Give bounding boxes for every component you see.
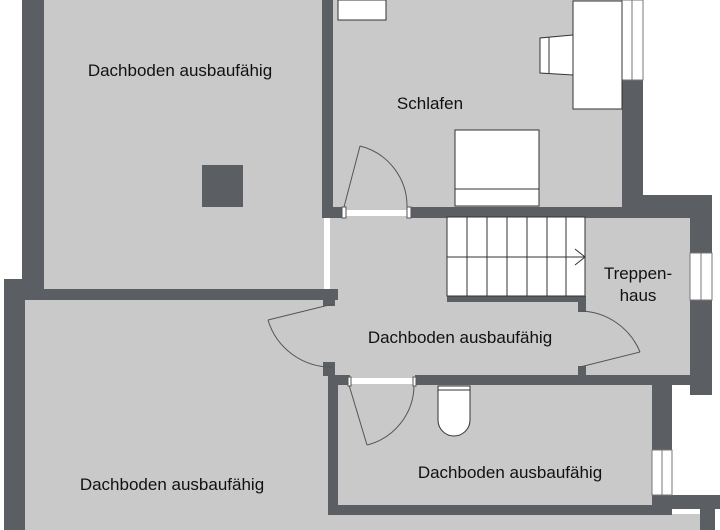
room-label-treppenhaus-line1: Treppen- — [603, 264, 673, 283]
room-label-top-left: Dachboden ausbaufähig — [87, 61, 273, 80]
desk — [572, 0, 623, 110]
windows — [621, 0, 713, 496]
chair — [539, 34, 574, 76]
room-label-bottom-right: Dachboden ausbaufähig — [417, 463, 603, 482]
floor-top-left — [44, 0, 324, 292]
door-treppenhaus[interactable] — [579, 310, 641, 368]
room-label-treppenhaus-line2: haus — [619, 286, 657, 305]
staircase[interactable] — [446, 216, 586, 297]
door-bottom-left[interactable] — [267, 303, 334, 368]
room-label-bottom-left: Dachboden ausbaufähig — [79, 475, 265, 494]
toilet — [437, 385, 471, 437]
walls — [4, 0, 720, 530]
floor-bottom-right — [338, 384, 654, 506]
furniture — [337, 0, 623, 437]
floor-bottom-strip — [25, 514, 705, 530]
door-bottom-right[interactable] — [347, 376, 417, 446]
bed — [454, 129, 540, 207]
door-schlafen[interactable] — [341, 145, 412, 219]
floor-bottom-left — [25, 298, 335, 530]
chimney — [202, 165, 243, 207]
room-label-hall: Dachboden ausbaufähig — [367, 328, 553, 347]
room-label-treppenhaus: Treppen- haus — [588, 263, 688, 307]
cabinet — [337, 0, 387, 21]
doors — [267, 145, 641, 446]
room-label-schlafen: Schlafen — [396, 94, 464, 113]
